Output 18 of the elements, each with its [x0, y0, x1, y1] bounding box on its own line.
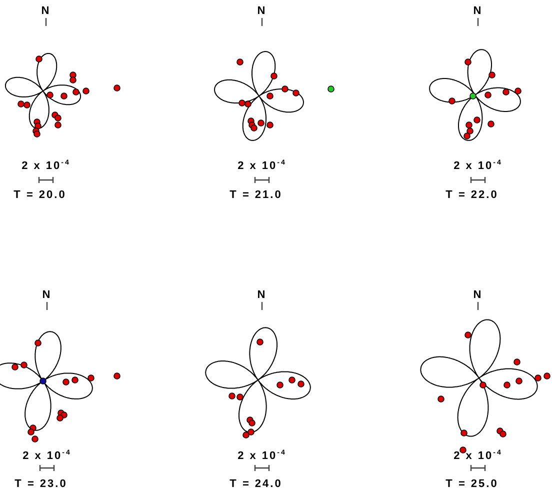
time-label: T = 22.0: [446, 189, 498, 201]
time-label: T = 24.0: [230, 478, 282, 488]
scale-label: 2 x 10$^{-4}$: [454, 160, 502, 172]
scale-label: 2 x 10$^{-4}$: [22, 160, 70, 172]
scale-label: 2 x 10$^{-4}$: [454, 450, 502, 462]
time-label: T = 23.0: [14, 478, 68, 488]
north-label: N: [257, 289, 267, 301]
north-label: N: [473, 289, 483, 301]
time-label: T = 21.0: [230, 189, 282, 201]
north-label: N: [473, 5, 483, 17]
scale-label: 2 x 10$^{-4}$: [22, 450, 72, 462]
scale-label: 2 x 10$^{-4}$: [238, 450, 286, 462]
north-label: N: [42, 289, 52, 301]
scale-label: 2 x 10$^{-4}$: [238, 160, 286, 172]
north-label: N: [41, 5, 51, 17]
time-label: T = 20.0: [14, 189, 66, 201]
time-label: T = 25.0: [446, 478, 498, 488]
north-label: N: [257, 5, 267, 17]
